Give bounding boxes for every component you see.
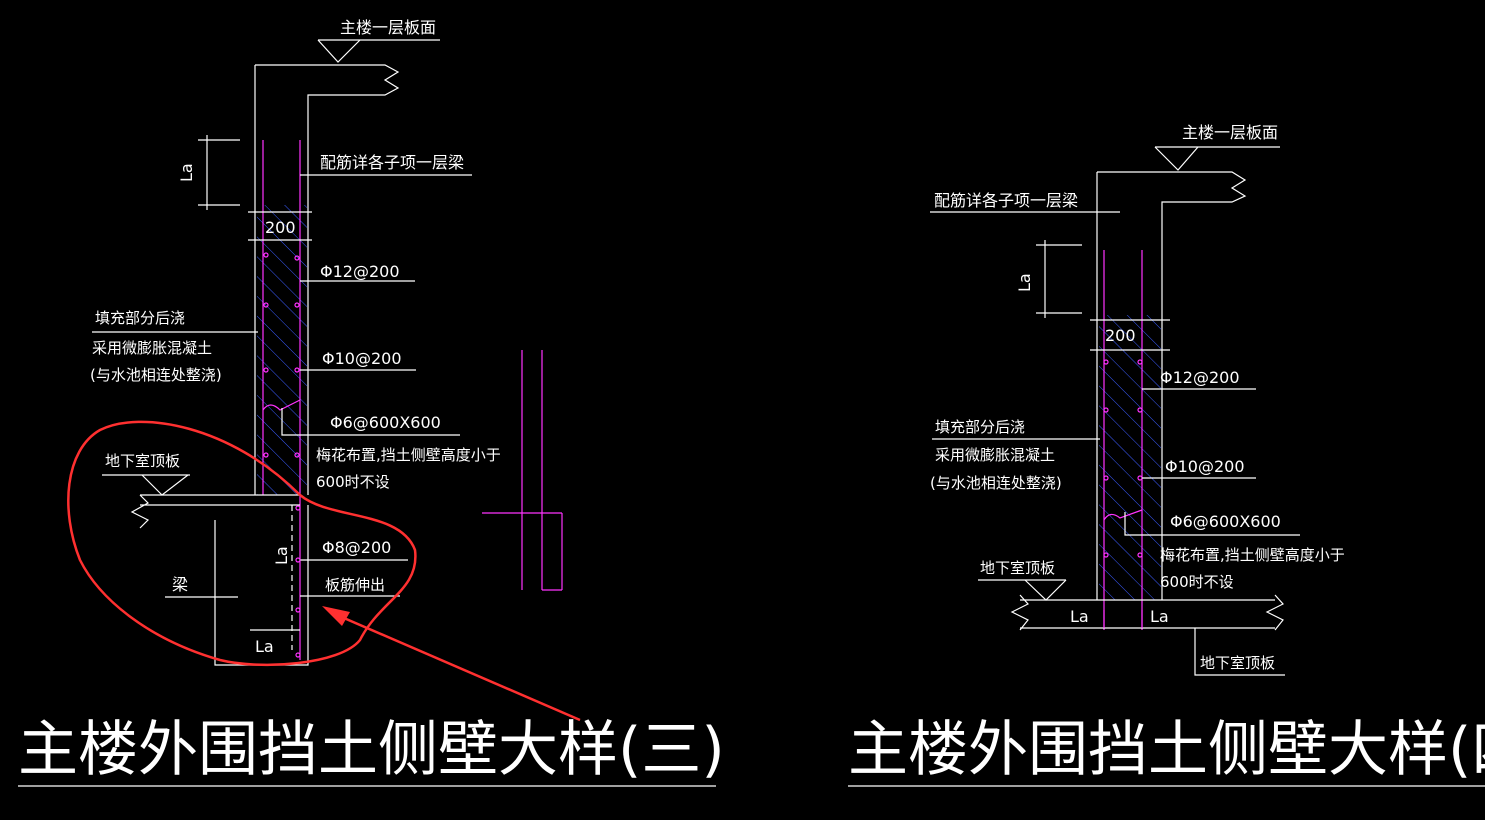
width-dimension-4: 200: [1090, 319, 1170, 351]
fill-note-3: (与水池相连处整浇): [90, 366, 222, 384]
tie-note-1-4: 梅花布置,挡土侧壁高度小于: [1160, 546, 1345, 564]
beam-outline-4: [1097, 171, 1247, 600]
detail-3-title: 主楼外围挡土侧壁大样(三): [18, 715, 725, 785]
roof-slab-label: 地下室顶板: [105, 452, 180, 470]
floor-level-label: 主楼一层板面: [340, 18, 436, 37]
fill-note-1-4: 填充部分后浇: [935, 418, 1025, 436]
markup-circle: [67, 420, 417, 667]
bar-3-label-4: Φ6@600X600: [1170, 512, 1281, 531]
beam-label: 梁: [172, 575, 188, 594]
fill-note-1: 填充部分后浇: [95, 309, 185, 327]
la-top-dimension: La: [177, 135, 240, 210]
bar-2-label-4: Φ10@200: [1165, 457, 1245, 476]
bar-4-label: Φ8@200: [322, 538, 391, 557]
beam-note-4: 配筋详各子项一层梁: [934, 191, 1078, 210]
floor-level-marker-4: 主楼一层板面: [1154, 123, 1280, 171]
detail-3: 主楼一层板面 La 配筋详各子项一层梁 200 Φ1: [18, 18, 725, 787]
bar-1-label: Φ12@200: [320, 262, 400, 281]
beam-outline: [255, 64, 400, 495]
la-top-label-4: La: [1015, 273, 1034, 292]
la-bottom-label: La: [255, 637, 274, 656]
la-left-label: La: [1070, 607, 1089, 626]
roof-slab-label-top: 地下室顶板: [980, 559, 1055, 577]
fill-note-2-4: 采用微膨胀混凝土: [935, 446, 1055, 464]
floor-level-marker: 主楼一层板面: [317, 18, 440, 63]
bar-3-label: Φ6@600X600: [330, 413, 441, 432]
tie-note-2-4: 600时不设: [1160, 573, 1234, 591]
tie-note-1: 梅花布置,挡土侧壁高度小于: [316, 446, 501, 464]
wall-hatch-4: [1099, 315, 1161, 600]
la-top-dimension-4: La: [1015, 240, 1082, 318]
detail-4-title: 主楼外围挡土侧壁大样(四): [848, 715, 1485, 785]
roof-slab-label-bottom: 地下室顶板: [1200, 654, 1275, 672]
width-dimension: 200: [248, 211, 312, 241]
width-label: 200: [265, 218, 296, 237]
markup-arrowhead: [322, 606, 350, 626]
fill-note-3-4: (与水池相连处整浇): [930, 474, 1062, 492]
detail-4: 主楼一层板面 配筋详各子项一层梁 La 200 Φ12@200 填充部分后浇: [848, 123, 1485, 787]
width-label-4: 200: [1105, 326, 1136, 345]
la-top-label: La: [177, 163, 196, 182]
side-rebar-detail: [482, 350, 563, 591]
markup-arrow: [329, 610, 581, 722]
bar-1-label-4: Φ12@200: [1160, 368, 1240, 387]
bar-2-label: Φ10@200: [322, 349, 402, 368]
la-mid-label: La: [272, 546, 291, 565]
floor-level-label-4: 主楼一层板面: [1182, 123, 1278, 142]
slab-note: 板筋伸出: [325, 576, 385, 594]
beam-note: 配筋详各子项一层梁: [320, 153, 464, 172]
fill-note-2: 采用微膨胀混凝土: [92, 339, 212, 357]
tie-note-2: 600时不设: [316, 473, 390, 491]
la-right-label: La: [1150, 607, 1169, 626]
